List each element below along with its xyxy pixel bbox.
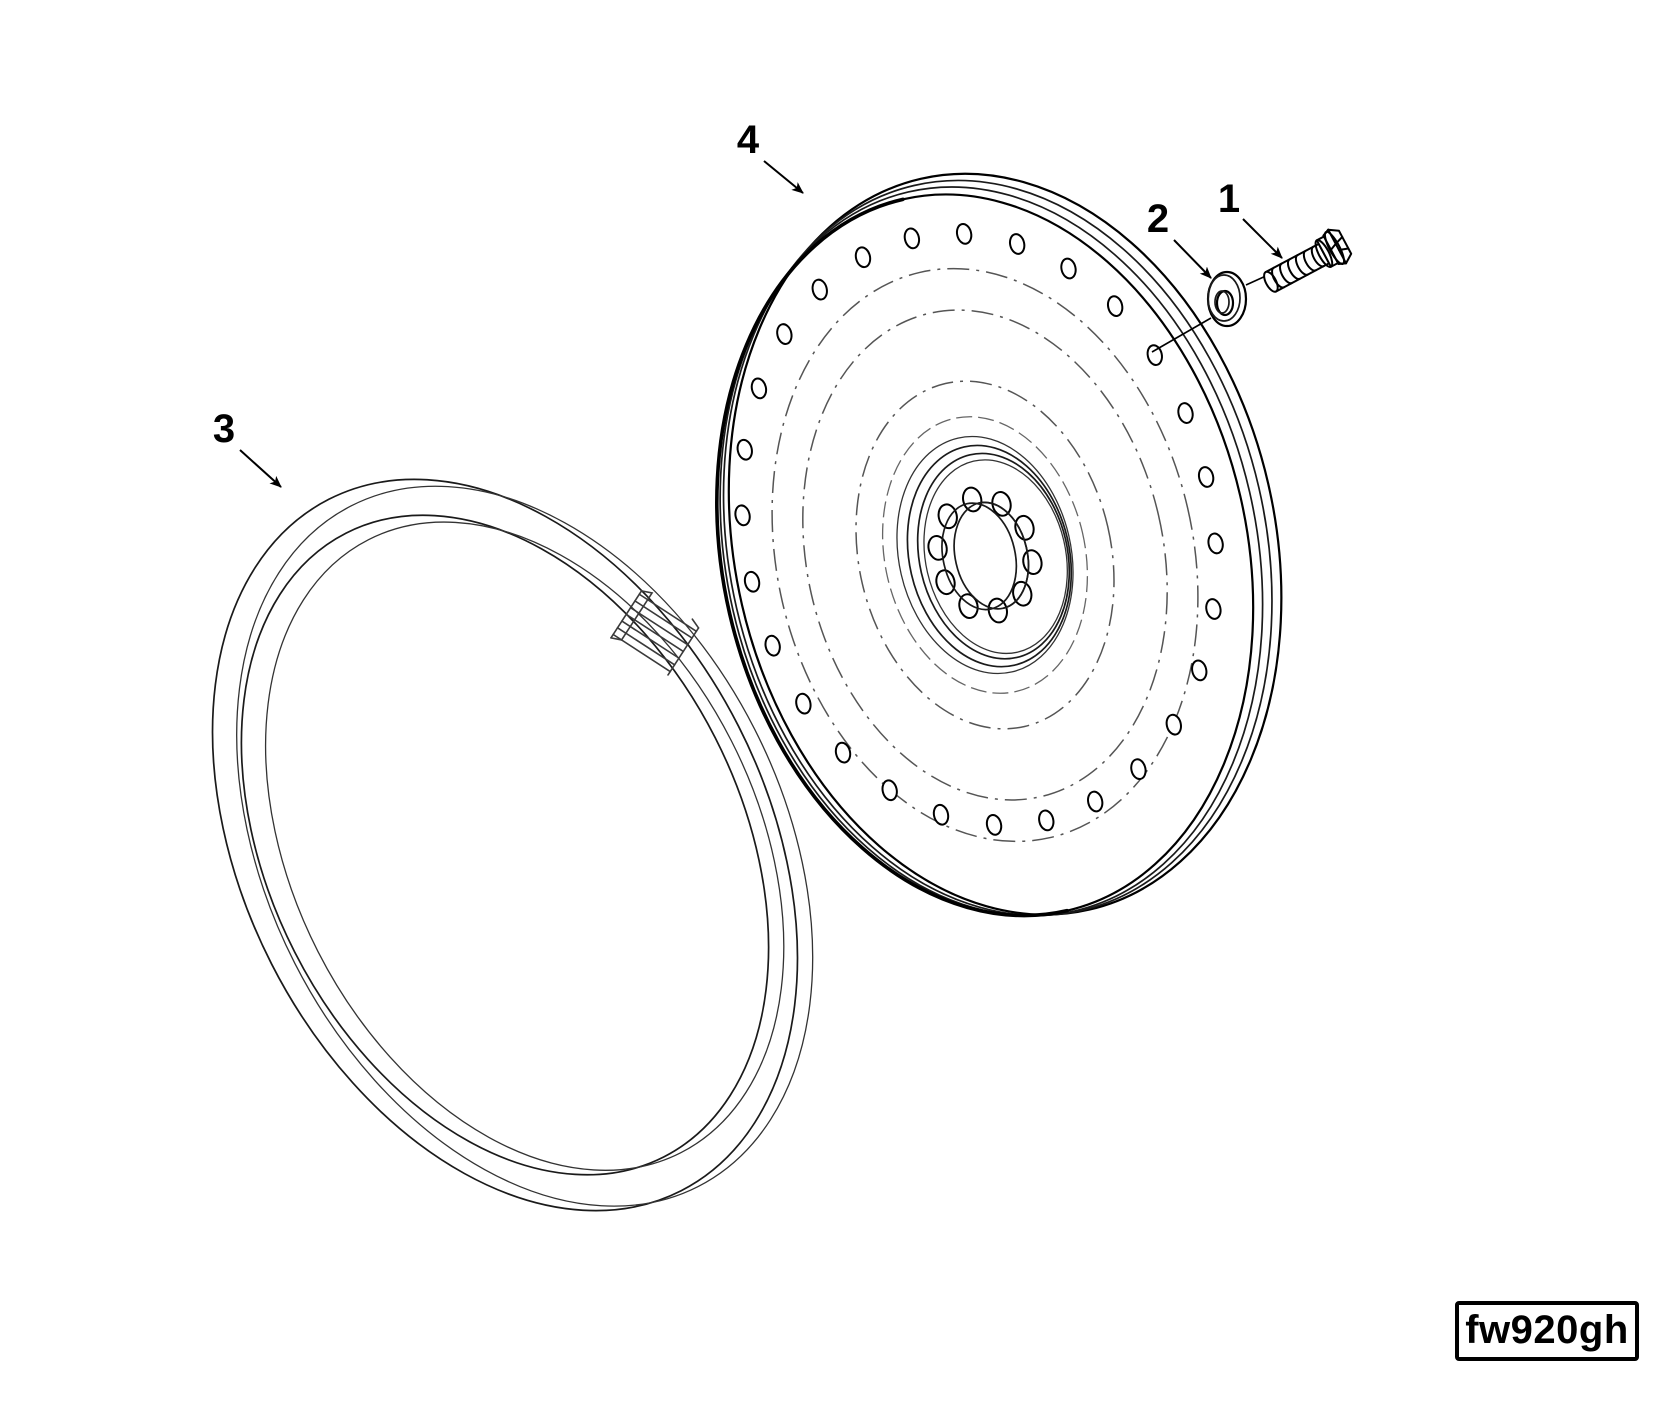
ring-gear-inner-back [264,521,785,1171]
callout-2-number: 2 [1147,197,1169,241]
flywheel-perimeter-holes [734,222,1224,836]
bolt-threads [1271,245,1325,289]
callout-4[interactable]: 4 [737,118,804,194]
callout-4-number: 4 [737,118,760,162]
flywheel-ring-2 [802,309,1168,801]
ring-gear-outer-back [236,485,814,1207]
washer-assembly-leader [1151,317,1212,353]
flywheel-ring-4 [881,416,1089,694]
ring-gear-teeth [610,590,700,676]
flywheel-ring-gear[interactable] [95,374,928,1313]
bolt-hex-head [1322,228,1353,265]
callout-1[interactable]: 1 [1218,177,1283,259]
callout-2-leader [1173,239,1212,279]
callout-2[interactable]: 2 [1147,197,1212,279]
flywheel-mounting-capscrew[interactable] [1258,226,1354,301]
drawing-code-label: fw920gh [1465,1308,1629,1352]
flywheel-face-outline-heavy [715,197,1069,918]
flywheel-disc[interactable] [644,118,1353,973]
callout-3-leader [239,449,282,488]
flywheel-mounting-washer[interactable] [1206,270,1248,328]
flywheel-center-bore [941,501,1030,611]
callout-4-leader [763,160,804,194]
flywheel-ring-3 [855,380,1115,730]
callout-3-number: 3 [213,407,235,451]
drawing-code-box: fw920gh [1455,1301,1639,1361]
ring-gear-outer-front [211,478,799,1212]
ring-gear-inner-front [240,514,770,1176]
callout-1-leader [1242,218,1283,259]
flywheel-ring-1 [771,267,1199,843]
callout-1-number: 1 [1218,177,1240,221]
callout-3[interactable]: 3 [213,407,282,488]
